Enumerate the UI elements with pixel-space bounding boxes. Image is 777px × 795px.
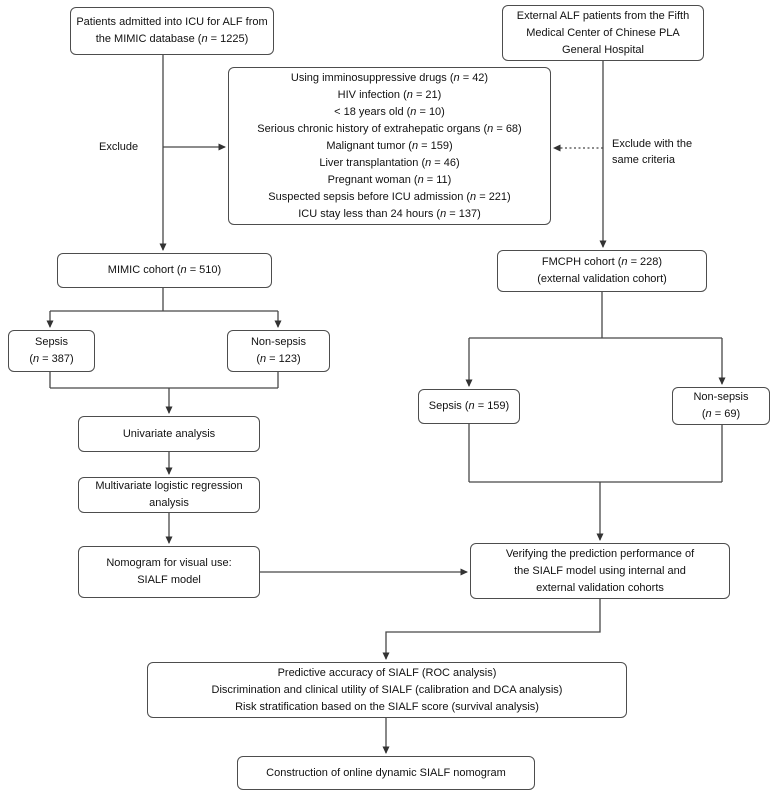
flow-box-outcomes-line-1: Predictive accuracy of SIALF (ROC analys… <box>277 666 497 679</box>
flow-box-mimic-cohort-line-1: MIMIC cohort (n = 510) <box>107 264 222 276</box>
flow-box-nomogram: Nomogram for visual use: SIALF model <box>78 546 260 598</box>
edge-label-exclude-right: Exclude with the same criteria <box>612 136 692 168</box>
flow-box-sepsis-mimic: Sepsis (n = 387) <box>8 330 95 372</box>
connector-verifying-to-outcomes <box>382 599 601 660</box>
flow-box-sepsis-fmcph: Sepsis (n = 159) <box>418 389 520 424</box>
flow-box-mimic-source-line-1: Patients admitted into ICU for ALF from <box>76 16 268 28</box>
flow-box-univariate: Univariate analysis <box>78 416 260 452</box>
flow-box-verifying-line-3: external validation cohorts <box>536 581 664 594</box>
flow-box-construction: Construction of online dynamic SIALF nom… <box>237 756 535 790</box>
flow-box-nonsepsis-mimic-line-2: (n = 123) <box>256 353 301 365</box>
flow-box-construction-line-1: Construction of online dynamic SIALF nom… <box>266 766 506 779</box>
flow-box-exclusion-criteria-line-9: ICU stay less than 24 hours (n = 137) <box>298 207 481 220</box>
flow-box-outcomes-line-2: Discrimination and clinical utility of S… <box>211 683 563 696</box>
flow-box-verifying-line-2: the SIALF model using internal and <box>514 564 686 577</box>
flow-box-exclusion-criteria-line-3: < 18 years old (n = 10) <box>334 105 445 118</box>
flow-box-sepsis-fmcph-line-1: Sepsis (n = 159) <box>428 400 510 412</box>
flow-box-external-source-line-2: Medical Center of Chinese PLA <box>526 26 680 39</box>
flow-box-exclusion-criteria-line-2: HIV infection (n = 21) <box>337 88 442 101</box>
flow-box-sepsis-mimic-line-1: Sepsis <box>34 336 69 348</box>
flow-box-mimic-source-line-2: the MIMIC database (n = 1225) <box>95 33 249 45</box>
flow-box-outcomes-line-3: Risk stratification based on the SIALF s… <box>235 700 539 713</box>
flow-box-mimic-source: Patients admitted into ICU for ALF from t… <box>70 7 274 55</box>
flow-box-external-source-line-3: General Hospital <box>562 43 644 56</box>
edge-label-exclude-left-line-1: Exclude <box>99 141 139 153</box>
edge-label-exclude-right-line-1: Exclude with the <box>612 138 693 150</box>
flow-box-exclusion-criteria-line-7: Pregnant woman (n = 11) <box>327 173 452 186</box>
flow-box-fmcph-cohort: FMCPH cohort (n = 228) (external validati… <box>497 250 707 292</box>
flow-box-nonsepsis-mimic-line-1: Non-sepsis <box>250 336 307 348</box>
flow-box-verifying: Verifying the prediction performance of t… <box>470 543 730 599</box>
flow-box-multivariate: Multivariate logistic regression analysis <box>78 477 260 513</box>
flow-box-nomogram-line-2: SIALF model <box>137 574 201 586</box>
flow-box-nomogram-line-1: Nomogram for visual use: <box>106 557 232 569</box>
flow-box-exclusion-criteria-line-5: Malignant tumor (n = 159) <box>326 139 453 152</box>
flow-box-mimic-cohort: MIMIC cohort (n = 510) <box>57 253 272 288</box>
flow-box-external-source-line-1: External ALF patients from the Fifth <box>516 9 690 22</box>
flow-box-sepsis-mimic-line-2: (n = 387) <box>29 353 74 365</box>
flow-box-verifying-line-1: Verifying the prediction performance of <box>505 547 695 560</box>
flow-box-exclusion-criteria-line-6: Liver transplantation (n = 46) <box>319 156 460 169</box>
flow-box-multivariate-line-1: Multivariate logistic regression <box>95 480 243 492</box>
edge-label-exclude-left: Exclude <box>99 139 138 155</box>
flow-box-exclusion-criteria: Using imminosuppressive drugs (n = 42) HI… <box>228 67 551 225</box>
flow-box-univariate-line-1: Univariate analysis <box>122 427 216 440</box>
flow-box-multivariate-line-2: analysis <box>149 497 189 509</box>
flow-box-fmcph-cohort-line-2: (external validation cohort) <box>537 273 667 285</box>
flow-box-exclusion-criteria-line-1: Using imminosuppressive drugs (n = 42) <box>290 71 489 84</box>
flow-box-nonsepsis-mimic: Non-sepsis (n = 123) <box>227 330 330 372</box>
edge-label-exclude-right-line-2: same criteria <box>612 154 675 166</box>
flow-box-exclusion-criteria-line-8: Suspected sepsis before ICU admission (n… <box>268 190 511 203</box>
flow-box-nonsepsis-fmcph: Non-sepsis (n = 69) <box>672 387 770 425</box>
flow-box-exclusion-criteria-line-4: Serious chronic history of extrahepatic … <box>257 122 522 135</box>
flow-box-fmcph-cohort-line-1: FMCPH cohort (n = 228) <box>541 256 663 268</box>
flow-box-nonsepsis-fmcph-line-2: (n = 69) <box>701 408 741 420</box>
flow-box-outcomes: Predictive accuracy of SIALF (ROC analys… <box>147 662 627 718</box>
flow-box-nonsepsis-fmcph-line-1: Non-sepsis <box>693 391 749 403</box>
